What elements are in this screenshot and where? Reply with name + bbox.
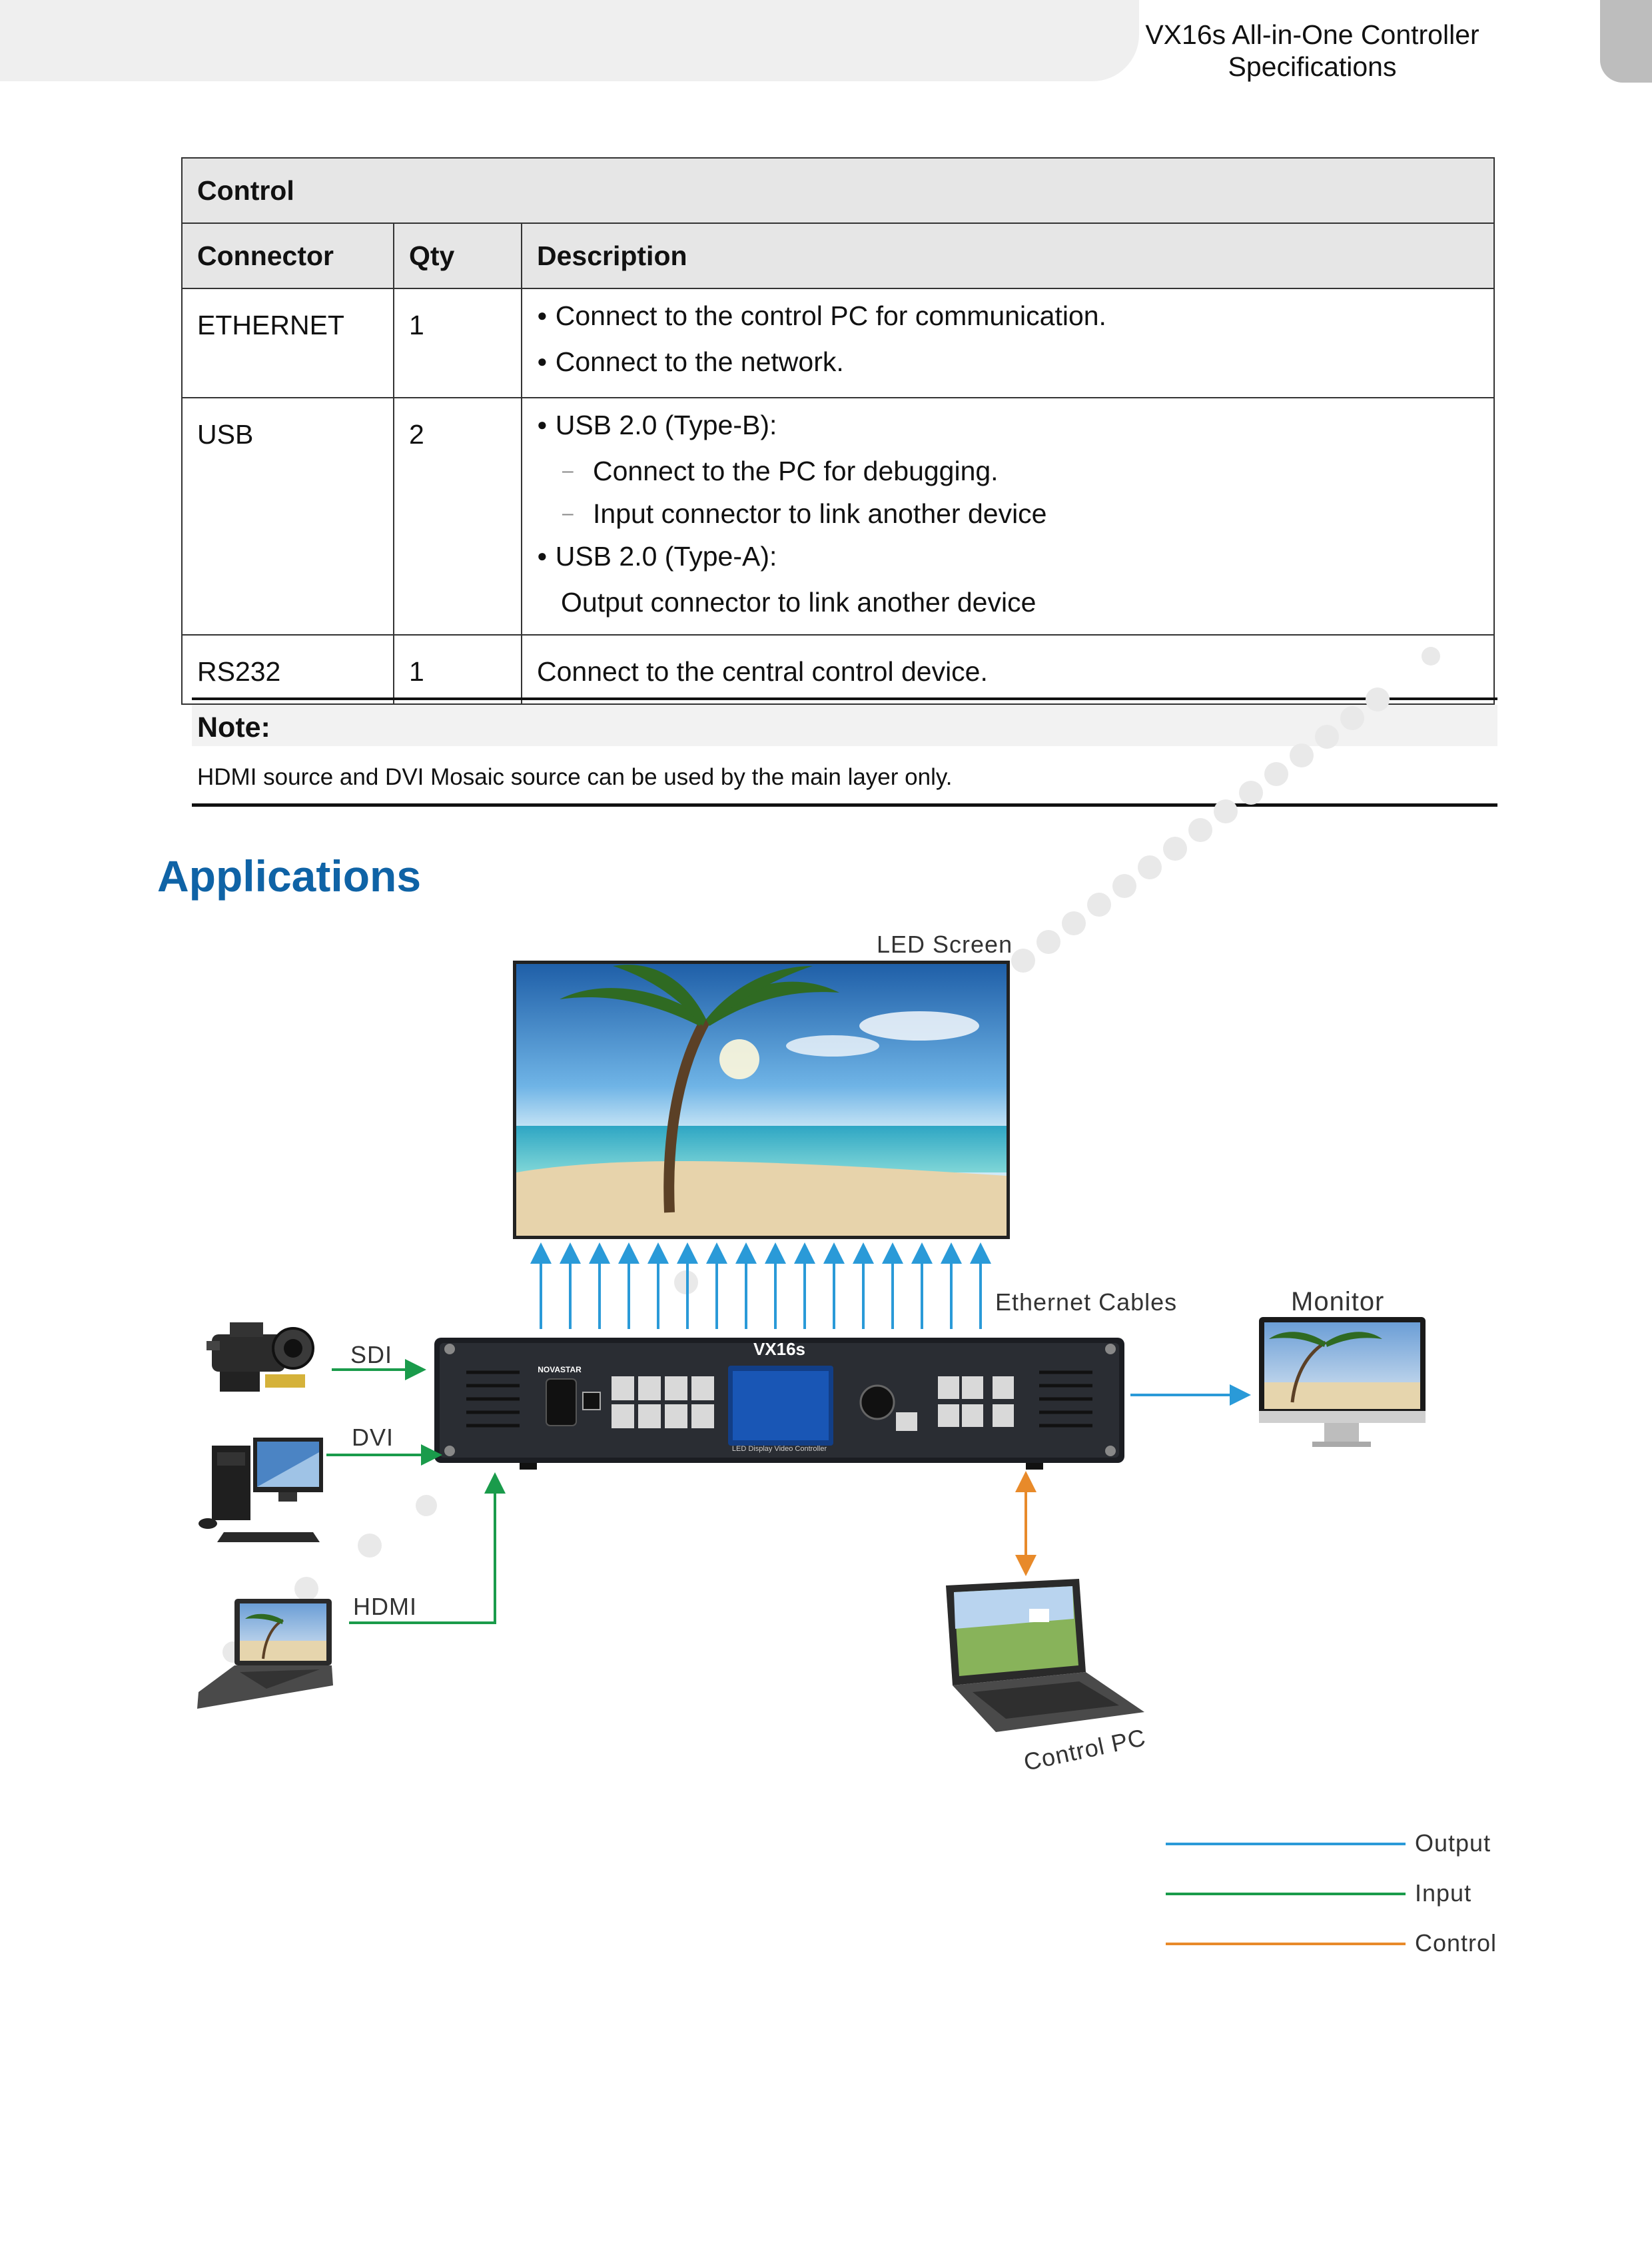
cell-qty: 1: [393, 288, 522, 398]
continuation-line: Output connector to link another device: [561, 587, 1036, 618]
cell-qty: 2: [393, 397, 522, 636]
desktop-pc-image: [199, 1438, 323, 1542]
device-subtitle-label: LED Display Video Controller: [732, 1445, 827, 1453]
cell-description: USB 2.0 (Type-B): Connect to the PC for …: [521, 397, 1495, 636]
control-pc-laptop-image: [946, 1579, 1144, 1732]
legend-control-label: Control: [1415, 1929, 1497, 1957]
hdmi-label: HDMI: [353, 1593, 417, 1620]
laptop-hdmi-image: [197, 1599, 333, 1709]
legend-output-label: Output: [1415, 1829, 1491, 1857]
table-row: USB 2 USB 2.0 (Type-B): Connect to the P…: [181, 397, 1495, 636]
note-text: HDMI source and DVI Mosaic source can be…: [197, 764, 953, 790]
watermark-dots: [222, 647, 1440, 1663]
header-band: [0, 0, 1139, 81]
document-title-line1: VX16s All-in-One Controller: [1145, 19, 1479, 50]
document-title-line2: Specifications: [1228, 51, 1397, 82]
ethernet-output-arrows: [530, 1242, 991, 1329]
cell-description: Connect to the control PC for communicat…: [521, 288, 1495, 398]
bullet-item: Connect to the network.: [537, 340, 1479, 386]
device-brand-label: NOVASTAR: [538, 1365, 582, 1374]
table-section-row: Control: [181, 157, 1495, 224]
sub-item: Connect to the PC for debugging.: [537, 450, 1479, 492]
page-tab: [1600, 0, 1652, 83]
vx16s-controller-image: [434, 1338, 1124, 1470]
note-label-band: [192, 705, 1497, 746]
cell-connector: USB: [181, 397, 394, 636]
document-title: VX16s All-in-One Controller Specificatio…: [1079, 19, 1545, 83]
legend-input-label: Input: [1415, 1879, 1472, 1907]
legend: [1166, 1843, 1406, 1945]
cell-connector: ETHERNET: [181, 288, 394, 398]
led-screen-label: LED Screen: [877, 931, 1013, 958]
table-header-row: Connector Qty Description: [181, 223, 1495, 289]
dvi-label: DVI: [352, 1424, 394, 1451]
column-header-description: Description: [521, 223, 1495, 289]
monitor-label: Monitor: [1291, 1287, 1384, 1316]
table-row: RS232 1 Connect to the central control d…: [181, 634, 1495, 705]
bullet-item: Connect to the control PC for communicat…: [537, 294, 1479, 340]
input-connections: [326, 1359, 506, 1624]
bullet-item: USB 2.0 (Type-A):: [537, 535, 1479, 581]
control-spec-table: Control Connector Qty Description ETHERN…: [181, 157, 1495, 705]
table-row: ETHERNET 1 Connect to the control PC for…: [181, 288, 1495, 398]
column-header-connector: Connector: [181, 223, 394, 289]
cell-connector: RS232: [181, 634, 394, 705]
ethernet-cables-label: Ethernet Cables: [995, 1288, 1177, 1316]
column-header-qty: Qty: [393, 223, 522, 289]
note-bottom-rule: [192, 803, 1497, 807]
sub-item: Input connector to link another device: [537, 492, 1479, 535]
cell-qty: 1: [393, 634, 522, 705]
led-screen-image: [513, 961, 1010, 1239]
note-label: Note:: [197, 711, 270, 743]
bullet-item: USB 2.0 (Type-B):: [537, 404, 1479, 450]
video-camera-image: [206, 1322, 314, 1392]
applications-heading: Applications: [157, 851, 422, 901]
control-pc-label: Control PC: [1021, 1723, 1148, 1776]
sdi-label: SDI: [350, 1341, 392, 1368]
device-model-label: VX16s: [753, 1339, 805, 1359]
monitor-image: [1259, 1317, 1426, 1447]
cell-description: Connect to the central control device.: [521, 634, 1495, 705]
table-section-title: Control: [181, 157, 1495, 224]
note-top-rule: [192, 697, 1497, 700]
